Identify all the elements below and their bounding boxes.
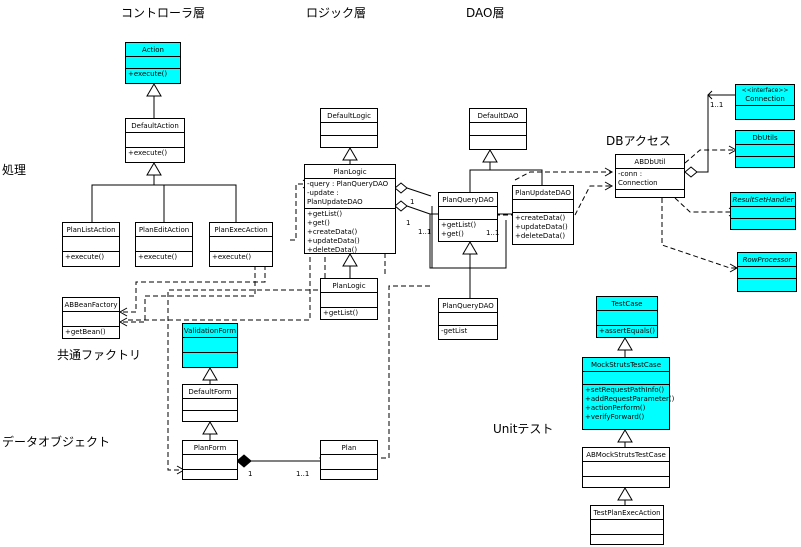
class-action[interactable]: Action +execute() — [125, 42, 181, 84]
class-plan-query-dao-sub[interactable]: PlanQueryDAO -getList — [438, 298, 498, 340]
class-ab-mock-struts-test-case[interactable]: ABMockStrutsTestCase — [582, 447, 670, 488]
class-default-dao[interactable]: DefaultDAO — [469, 108, 527, 150]
mult-query-end-2: 1..1 — [418, 228, 432, 236]
class-ab-db-util[interactable]: ABDbUtil -conn : Connection — [615, 154, 685, 198]
mult-update-end-2: 1..1 — [486, 229, 500, 237]
gen-arrow-action — [146, 83, 162, 97]
layer-processing: 処理 — [2, 163, 27, 177]
mult-plan-form-end: 1 — [248, 470, 253, 478]
layer-factory: 共通ファクトリ — [57, 348, 142, 362]
composition-plan — [236, 454, 252, 468]
mult-query-end-1: 1 — [410, 198, 415, 206]
gen-arrow-defaultlogic — [342, 147, 358, 161]
class-test-plan-exec-action[interactable]: TestPlanExecAction — [590, 505, 664, 545]
class-plan-exec-action[interactable]: PlanExecAction +execute() — [209, 222, 273, 267]
mult-plan-end: 1..1 — [296, 470, 310, 478]
class-validation-form[interactable]: ValidationForm — [182, 323, 238, 368]
class-test-case[interactable]: TestCase +assertEquals() — [596, 296, 658, 338]
mult-conn: 1..1 — [710, 101, 724, 109]
layer-data-object: データオブジェクト — [2, 435, 111, 449]
class-default-logic[interactable]: DefaultLogic — [320, 108, 378, 148]
class-plan-logic-sub[interactable]: PlanLogic +getList() — [320, 278, 378, 320]
class-plan-query-dao[interactable]: PlanQueryDAO +getList() +get() — [438, 192, 498, 242]
aggregation-conn — [684, 166, 698, 178]
layer-dao: DAO層 — [466, 6, 505, 20]
class-default-action[interactable]: DefaultAction +execute() — [125, 118, 185, 163]
aggregation-query — [394, 182, 408, 194]
class-plan-edit-action[interactable]: PlanEditAction +execute() — [135, 222, 193, 267]
gen-arrow-defaultdao — [482, 149, 498, 163]
class-db-utils[interactable]: DbUtils — [735, 130, 795, 168]
gen-arrow-defaultaction — [146, 162, 162, 176]
mult-update-end-1: 1 — [406, 219, 411, 227]
layer-logic: ロジック層 — [306, 6, 367, 20]
class-plan-form[interactable]: PlanForm — [182, 440, 238, 480]
class-default-form[interactable]: DefaultForm — [182, 384, 238, 422]
layer-unit-test: Unitテスト — [493, 422, 554, 436]
class-ab-bean-factory[interactable]: ABBeanFactory +getBean() — [62, 297, 120, 339]
class-result-set-handler[interactable]: ResultSetHandler — [730, 192, 796, 230]
class-plan-logic[interactable]: PlanLogic -query : PlanQueryDAO -update … — [304, 164, 396, 254]
class-connection[interactable]: <<interface>> Connection — [735, 84, 795, 120]
aggregation-update — [394, 200, 408, 212]
class-plan-list-action[interactable]: PlanListAction +execute() — [62, 222, 120, 267]
layer-db-access: DBアクセス — [606, 134, 671, 148]
class-plan-update-dao[interactable]: PlanUpdateDAO +createData() +updateData(… — [512, 185, 574, 245]
class-plan[interactable]: Plan — [320, 440, 378, 480]
layer-controller: コントローラ層 — [121, 6, 206, 20]
class-mock-struts-test-case[interactable]: MockStrutsTestCase +setRequestPathInfo()… — [582, 357, 674, 430]
gen-arrow-planquerydao — [462, 241, 478, 255]
class-row-processor[interactable]: RowProcessor — [737, 252, 797, 292]
